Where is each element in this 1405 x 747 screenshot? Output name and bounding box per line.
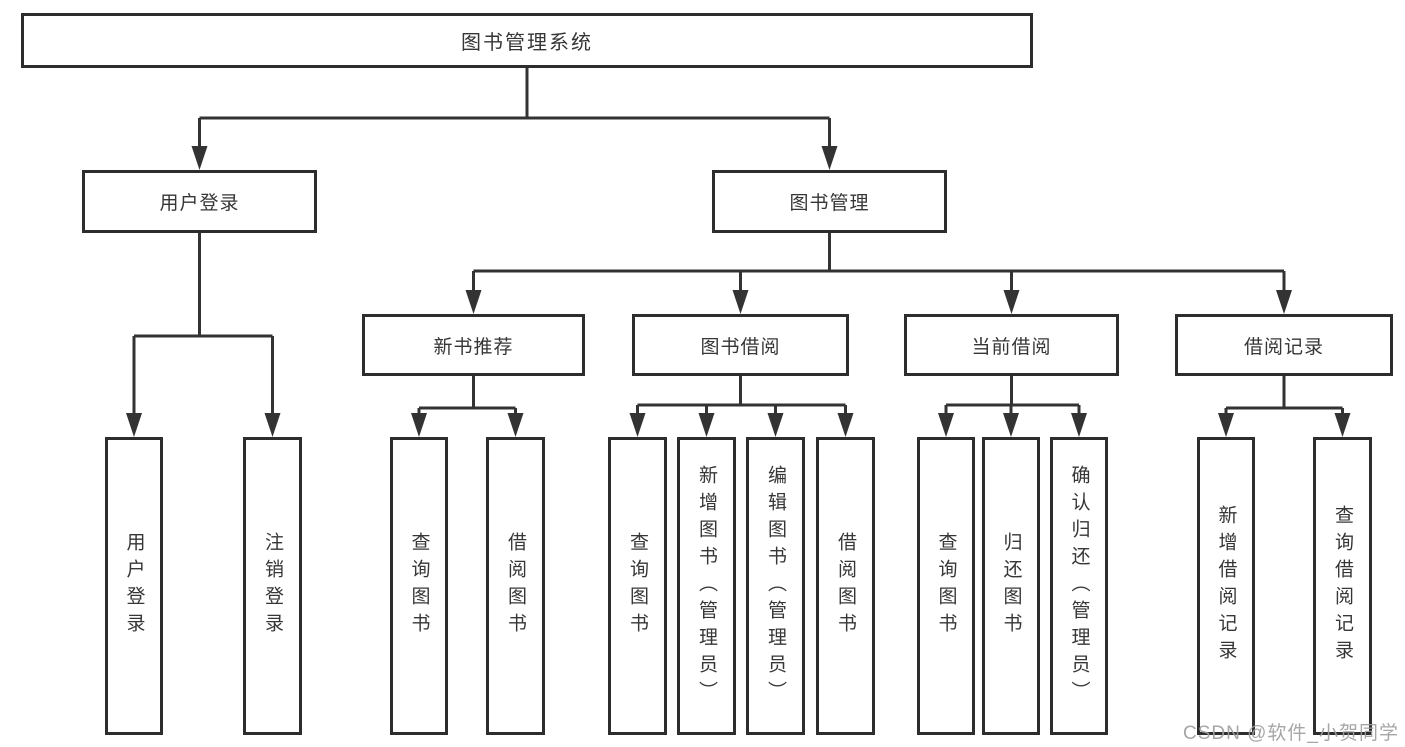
leaf-query-books-current: 查询图书 <box>917 437 975 735</box>
leaf-add-borrow-record: 新增借阅记录 <box>1197 437 1255 735</box>
leaf-edit-books-admin: 编辑图书（管理员） <box>746 437 805 735</box>
leaf-confirm-return-admin: 确认归还（管理员） <box>1050 437 1108 735</box>
leaf-borrow-books: 借阅图书 <box>816 437 875 735</box>
leaf-add-books-admin: 新增图书（管理员） <box>677 437 736 735</box>
csdn-watermark: CSDN @软件_小贺同学 <box>1183 723 1399 744</box>
leaf-query-books-recommend: 查询图书 <box>390 437 448 735</box>
node-user-login: 用户登录 <box>82 170 317 233</box>
leaf-borrow-books-recommend: 借阅图书 <box>486 437 545 735</box>
node-new-book-recommend: 新书推荐 <box>362 314 585 376</box>
leaf-logout-login: 注销登录 <box>243 437 302 735</box>
leaf-query-borrow-record: 查询借阅记录 <box>1313 437 1372 735</box>
leaf-user-login: 用户登录 <box>105 437 163 735</box>
leaf-return-books: 归还图书 <box>982 437 1040 735</box>
leaf-query-books-borrow: 查询图书 <box>608 437 667 735</box>
node-current-borrow: 当前借阅 <box>904 314 1119 376</box>
node-book-borrow: 图书借阅 <box>632 314 849 376</box>
node-book-management: 图书管理 <box>712 170 947 233</box>
node-borrow-records: 借阅记录 <box>1175 314 1393 376</box>
node-library-management-system: 图书管理系统 <box>21 13 1033 68</box>
